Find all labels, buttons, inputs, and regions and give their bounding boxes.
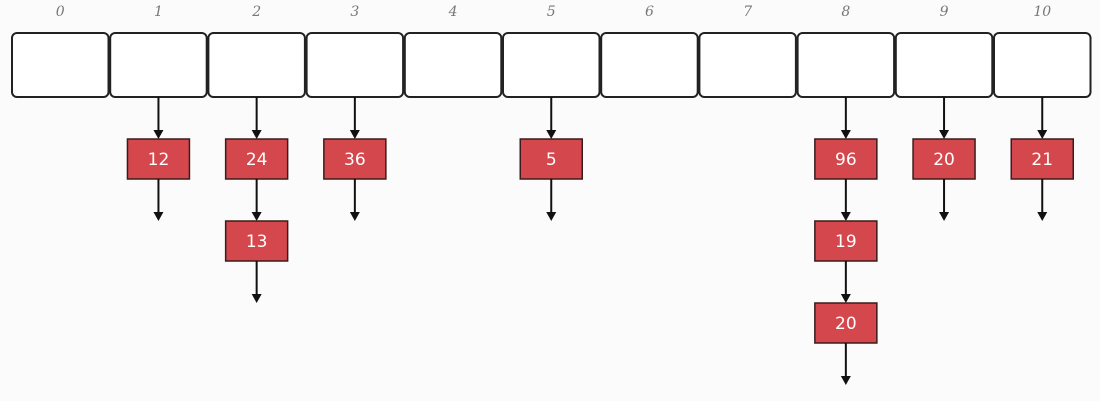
null-pointer-arrow: [939, 179, 950, 221]
chain-node-value: 13: [246, 232, 268, 252]
null-pointer-arrow: [1037, 179, 1048, 221]
bucket-cell: [403, 32, 503, 98]
chain-node-value: 5: [546, 150, 557, 170]
chain-node-value: 96: [835, 150, 857, 170]
pointer-arrow: [1037, 97, 1048, 139]
bucket-cell: [796, 32, 896, 98]
bucket-index-label: 9: [940, 4, 949, 20]
null-pointer-arrow: [840, 343, 851, 385]
pointer-arrow: [546, 97, 557, 139]
pointer-arrow: [840, 261, 851, 303]
bucket-cell: [600, 32, 699, 98]
bucket-cell: [698, 32, 797, 98]
chain-node-value: 12: [148, 150, 170, 170]
pointer-arrow: [840, 179, 851, 221]
bucket-cell: [502, 32, 601, 98]
chain-node: 5: [519, 138, 583, 180]
null-pointer-arrow: [349, 179, 360, 221]
bucket-cell: [894, 32, 994, 98]
chain-node-value: 21: [1031, 150, 1053, 170]
bucket-cell: [109, 32, 208, 98]
bucket-index-label: 6: [645, 4, 654, 20]
chain-node-value: 20: [933, 150, 955, 170]
bucket-cell: [207, 32, 306, 98]
pointer-arrow: [251, 179, 262, 221]
index-labels: 0 1 2 3 4 5 6 7 8 9 10: [56, 4, 1051, 20]
chain-node-box: [912, 138, 976, 180]
chain-node-box: [1010, 138, 1074, 180]
bucket-index-label: 2: [251, 4, 261, 20]
chain-node-box: [814, 138, 878, 180]
bucket-index-label: 4: [448, 4, 458, 20]
pointer-arrow: [939, 97, 950, 139]
null-pointer-arrow: [251, 261, 262, 303]
bucket-index-label: 7: [743, 4, 752, 20]
chain-node: 20: [912, 138, 976, 180]
bucket-index-label: 0: [56, 4, 65, 20]
chain-node-value: 36: [344, 150, 366, 170]
bucket-cell: [305, 32, 405, 98]
bucket-array: [11, 32, 1092, 98]
chain-node: 36: [323, 138, 387, 180]
bucket-index-label: 8: [841, 4, 850, 20]
chain-node: 20: [814, 302, 878, 344]
bucket-index-label: 3: [350, 4, 359, 20]
chain-node-value: 24: [246, 150, 268, 170]
chain-node: 12: [126, 138, 191, 180]
pointer-arrow: [251, 97, 262, 139]
chain-node-box: [814, 220, 878, 262]
chain-node-value: 19: [835, 232, 857, 252]
chain-node: 24: [224, 138, 289, 180]
bucket-cell: [11, 32, 110, 98]
chain-node: 21: [1010, 138, 1074, 180]
chains: 12 24 13 36 5 96 19 20 20 21: [126, 97, 1074, 385]
bucket-cell: [993, 32, 1092, 98]
chain-node: 96: [814, 138, 878, 180]
chain-node: 19: [814, 220, 878, 262]
bucket-index-label: 5: [547, 4, 556, 20]
null-pointer-arrow: [546, 179, 557, 221]
pointer-arrow: [153, 97, 164, 139]
bucket-index-label: 10: [1033, 4, 1051, 20]
chain-node-value: 20: [835, 314, 857, 334]
null-pointer-arrow: [153, 179, 164, 221]
pointer-arrow: [349, 97, 360, 139]
chain-node-box: [224, 138, 289, 180]
bucket-index-label: 1: [154, 4, 163, 20]
pointer-arrow: [840, 97, 851, 139]
chain-node: 13: [224, 220, 289, 262]
chain-node-box: [224, 220, 289, 262]
